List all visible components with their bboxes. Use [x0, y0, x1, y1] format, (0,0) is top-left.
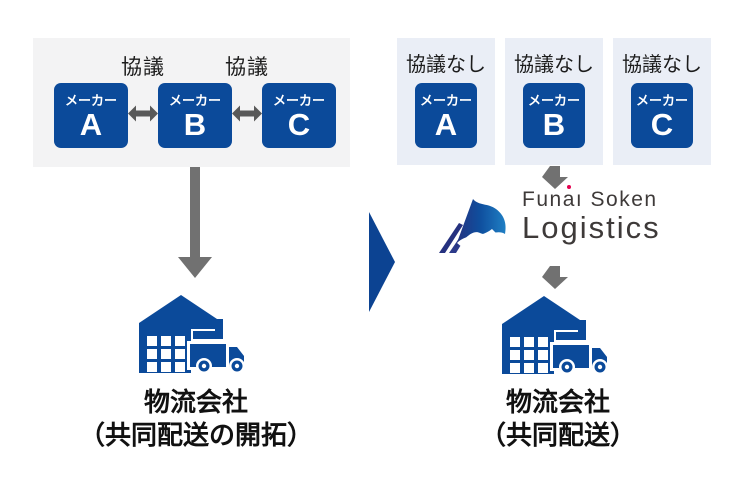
after-panel-b: 協議なし メーカー B [505, 38, 603, 165]
negotiation-label-1: 協議 [121, 56, 165, 79]
logo-line-top: Funaı Soken [522, 188, 661, 211]
maker-label: メーカー [168, 92, 221, 108]
no-negotiation-label: 協議なし [406, 54, 486, 76]
maker-letter: A [79, 106, 103, 142]
logo-line-bottom: Logistics [522, 210, 661, 245]
after-panel-a: 協議なし メーカー A [397, 38, 495, 165]
company-subnote: （共同配送） [479, 420, 636, 450]
logo-text-part: Fun [522, 188, 563, 211]
company-name: 物流会社 [143, 387, 248, 417]
maker-label: メーカー [419, 92, 472, 108]
maker-box-c: メーカー C [631, 83, 693, 148]
no-negotiation-label: 協議なし [622, 54, 702, 76]
logo-text-part: ı Soken [575, 188, 658, 211]
company-subnote: （共同配送の開拓） [78, 420, 313, 450]
maker-label: メーカー [64, 92, 117, 108]
down-arrow-icon [542, 166, 568, 189]
maker-box-c: メーカー C [262, 83, 336, 148]
left-company-label: 物流会社 （共同配送の開拓） [46, 386, 346, 452]
maker-box-a: メーカー A [415, 83, 477, 148]
maker-letter: B [542, 106, 566, 142]
bidirectional-arrow-icon [128, 105, 158, 122]
maker-letter: C [650, 106, 674, 142]
maker-box-b: メーカー B [523, 83, 585, 148]
logo-red-dot-a: a [562, 188, 576, 211]
maker-letter: C [287, 106, 311, 142]
negotiation-label-2: 協議 [225, 56, 269, 79]
warehouse-truck-icon [139, 295, 245, 373]
maker-box-b: メーカー B [158, 83, 232, 148]
maker-label: メーカー [527, 92, 580, 108]
maker-letter: B [183, 106, 207, 142]
flow-chevron-icon [369, 212, 395, 312]
warehouse-truck-icon [502, 296, 608, 374]
maker-box-a: メーカー A [54, 83, 128, 148]
funai-soken-flag-icon [439, 199, 506, 253]
down-arrow-icon [178, 167, 212, 278]
bidirectional-arrow-icon [232, 105, 262, 122]
company-name: 物流会社 [505, 387, 610, 417]
down-arrow-icon [542, 266, 568, 289]
maker-letter: A [434, 106, 458, 142]
funai-soken-logistics-wordmark: Funaı Soken Logistics [522, 188, 661, 245]
maker-label: メーカー [272, 92, 325, 108]
maker-label: メーカー [635, 92, 688, 108]
after-panel-c: 協議なし メーカー C [613, 38, 711, 165]
right-company-label: 物流会社 （共同配送） [408, 386, 708, 452]
no-negotiation-label: 協議なし [514, 54, 594, 76]
